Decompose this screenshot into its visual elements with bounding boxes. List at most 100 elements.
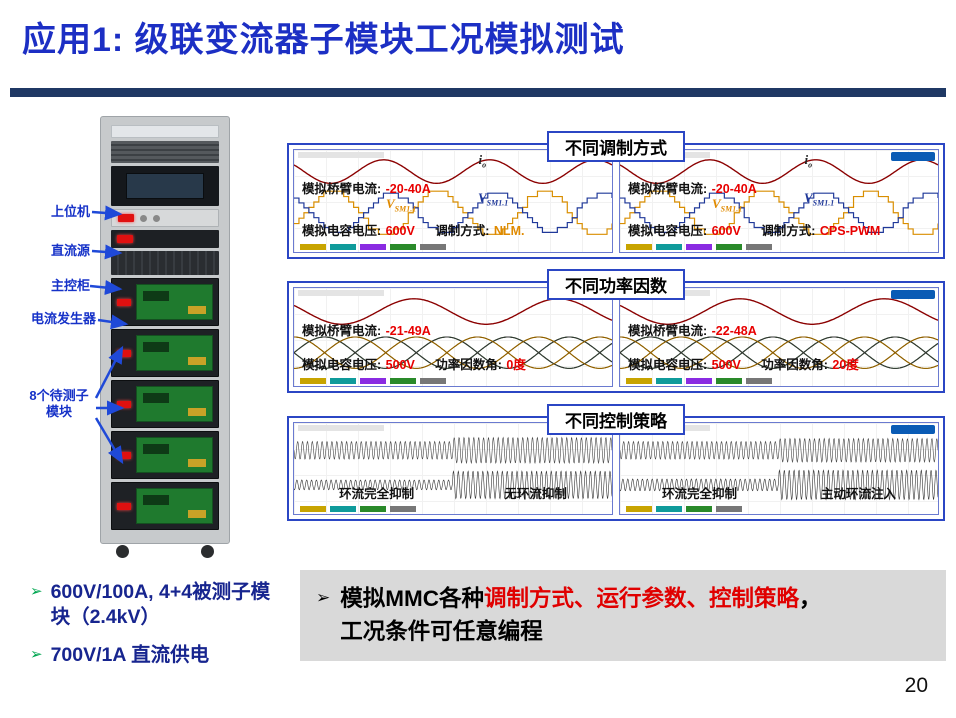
arm-current-annotation: 模拟桥臂电流: -21-49A (302, 324, 431, 338)
scope-pf-20deg: 模拟桥臂电流: -22-48A 模拟电容电压: 500V 功率因数角: 20度 (619, 287, 939, 387)
scope-circulating-injection: 环流完全抑制 主动环流注入 (619, 422, 939, 515)
summary-note-line2: 工况条件可任意编程 (340, 618, 543, 644)
monitor-screen (126, 173, 204, 199)
readout-chip (656, 244, 682, 250)
readout-chip (626, 506, 652, 512)
readout-chip (420, 244, 446, 250)
led-display (118, 214, 134, 222)
submodule-bay (111, 380, 219, 428)
bullet-arrow-icon: ➢ (316, 588, 331, 607)
readout-chip (330, 244, 356, 250)
led-display (117, 298, 131, 306)
strategy-tag: 环流完全抑制 (661, 487, 737, 501)
panel-modulation: 不同调制方式 io 模拟桥臂电流: -20-40A VSM1.1 VSM1.1 … (287, 131, 945, 259)
scope-readout-strip (300, 378, 446, 384)
pcb-board (136, 284, 213, 320)
scope-readout-strip (626, 378, 772, 384)
arm-current-annotation: 模拟桥臂电流: -20-40A (628, 182, 757, 196)
scope-acq-bar (298, 290, 384, 296)
label-submodules-line1: 8个待测子 (29, 388, 89, 403)
page-title: 应用1: 级联变流器子模块工况模拟测试 (22, 21, 625, 59)
tektronix-logo (891, 290, 935, 299)
readout-chip (746, 244, 772, 250)
label-dc-source: 直流源 (50, 243, 90, 258)
readout-chip (656, 378, 682, 384)
main-control-unit (111, 230, 219, 248)
summary-note: ➢ 模拟MMC各种调制方式、运行参数、控制策略， 工况条件可任意编程 (300, 570, 946, 662)
readout-chip (390, 244, 416, 250)
scope-readout-strip (626, 244, 772, 250)
readout-chip (300, 378, 326, 384)
host-computer-unit (111, 166, 219, 206)
caster-wheel (201, 545, 214, 558)
scope-readout-strip (300, 506, 416, 512)
readout-chip (360, 244, 386, 250)
cap-voltage-annotation: 模拟电容电压: 600V 调制方式: CPS-PWM (628, 224, 881, 238)
readout-chip (390, 378, 416, 384)
readout-chip (686, 244, 712, 250)
led-display (117, 400, 131, 408)
label-current-generator: 电流发生器 (30, 311, 96, 326)
tektronix-logo (891, 152, 935, 161)
panel-power-factor-header: 不同功率因数 (547, 269, 685, 300)
pcb-board (136, 335, 213, 371)
vsm-label-navy: VSM1.1 (478, 190, 509, 208)
readout-chip (746, 378, 772, 384)
dc-source-unit (111, 209, 219, 227)
io-trace-label: io (804, 152, 813, 170)
arm-current-annotation: 模拟桥臂电流: -22-48A (628, 324, 757, 338)
pcb-board (136, 437, 213, 473)
current-generator-unit (111, 251, 219, 275)
rack-sign (111, 125, 219, 138)
panel-control-strategy-header: 不同控制策略 (547, 404, 685, 435)
scope-nlm: io 模拟桥臂电流: -20-40A VSM1.1 VSM1.1 模拟电容电压:… (293, 149, 613, 253)
cap-voltage-annotation: 模拟电容电压: 500V 功率因数角: 0度 (302, 358, 526, 372)
scope-acq-bar (298, 425, 384, 431)
spec-bullet-supply: ➢ 700V/1A 直流供电 (30, 643, 282, 668)
readout-chip (420, 378, 446, 384)
pcb-board (136, 386, 213, 422)
led-display (117, 235, 133, 243)
panel-modulation-header: 不同调制方式 (547, 131, 685, 162)
vsm-label-orange: VSM1.1 (386, 196, 417, 214)
submodule-bay (111, 431, 219, 479)
scope-pf-0deg: 模拟桥臂电流: -21-49A 模拟电容电压: 500V 功率因数角: 0度 (293, 287, 613, 387)
arm-current-annotation: 模拟桥臂电流: -20-40A (302, 182, 431, 196)
readout-chip (686, 506, 712, 512)
spec-bullet-text: 600V/100A, 4+4被测子模块（2.4kV） (50, 581, 271, 629)
vsm-label-orange: VSM1.1 (712, 196, 743, 214)
scope-readout-strip (300, 244, 446, 250)
tektronix-logo (891, 425, 935, 434)
cap-voltage-annotation: 模拟电容电压: 600V 调制方式: NLM. (302, 224, 525, 238)
panel-header-text: 不同调制方式 (565, 139, 667, 158)
readout-chip (716, 378, 742, 384)
scope-cps-pwm: io 模拟桥臂电流: -20-40A VSM1.1 VSM1.1 模拟电容电压:… (619, 149, 939, 253)
submodule-bay (111, 278, 219, 326)
spec-bullet-voltage: ➢ 600V/100A, 4+4被测子模块（2.4kV） (30, 580, 282, 631)
readout-chip (686, 378, 712, 384)
caster-wheel (116, 545, 129, 558)
equipment-rack-photo (100, 116, 230, 558)
vsm-label-navy: VSM1.1 (804, 190, 835, 208)
summary-note-text: 模拟MMC各种调制方式、运行参数、控制策略， 工况条件可任意编程 (340, 583, 821, 648)
spec-bullet-text: 700V/1A 直流供电 (50, 643, 210, 666)
pcb-board (136, 488, 213, 524)
readout-chip (300, 506, 326, 512)
strategy-tags: 环流完全抑制 主动环流注入 (620, 483, 938, 502)
knob (140, 214, 147, 222)
panel-power-factor: 不同功率因数 模拟桥臂电流: -21-49A 模拟电容电压: 500V 功率因数… (287, 269, 945, 393)
rack-bottom (111, 533, 219, 535)
cap-voltage-annotation: 模拟电容电压: 500V 功率因数角: 20度 (628, 358, 859, 372)
title-divider (10, 88, 946, 97)
readout-chip (626, 244, 652, 250)
scope-acq-bar (298, 152, 384, 158)
led-display (117, 349, 131, 357)
readout-chip (360, 506, 386, 512)
readout-chip (716, 506, 742, 512)
label-main-control: 主控柜 (50, 278, 90, 293)
readout-chip (330, 506, 356, 512)
scope-circulating-suppression: 环流完全抑制 无环流抑制 (293, 422, 613, 515)
strategy-tag: 主动环流注入 (820, 487, 896, 501)
label-submodules: 8个待测子 模块 (24, 388, 94, 421)
